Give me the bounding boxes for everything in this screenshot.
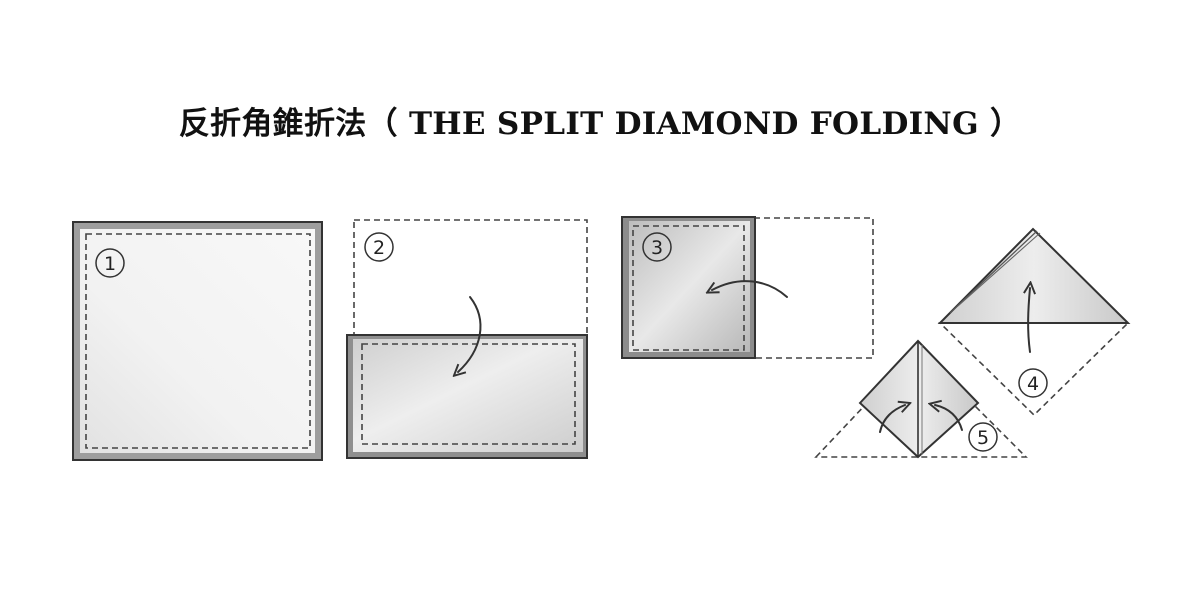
step-3-number-badge: 3 bbox=[642, 232, 672, 262]
step-3-unfolded-outline bbox=[753, 217, 874, 359]
step-4-number-badge: 4 bbox=[1018, 368, 1048, 398]
step-4-triangle-fold: 4 bbox=[937, 227, 1131, 417]
step-2-number-badge: 2 bbox=[364, 232, 394, 262]
step-2-number: 2 bbox=[373, 237, 385, 259]
fold-down-arrow bbox=[458, 296, 482, 372]
step-1-square: 1 bbox=[72, 221, 323, 461]
step-3-number: 3 bbox=[651, 237, 663, 259]
step-3-side-fold: 3 bbox=[621, 216, 874, 359]
fold-in-right-arrow bbox=[935, 405, 963, 431]
fold-up-arrow bbox=[1028, 288, 1030, 353]
step-5-diamond-fold: 5 bbox=[814, 339, 1028, 459]
diagram-title: 反折角錐折法（ THE SPLIT DIAMOND FOLDING ） bbox=[178, 106, 1022, 142]
fold-in-left-arrow bbox=[879, 405, 905, 433]
step-1-number: 1 bbox=[104, 253, 116, 275]
step-1-number-badge: 1 bbox=[95, 248, 125, 278]
step-5-number-badge: 5 bbox=[968, 422, 998, 452]
step-2-half-fold: 2 bbox=[346, 219, 588, 459]
step-4-number: 4 bbox=[1027, 373, 1039, 395]
fold-left-arrow bbox=[712, 280, 788, 298]
step-5-number: 5 bbox=[977, 427, 989, 449]
